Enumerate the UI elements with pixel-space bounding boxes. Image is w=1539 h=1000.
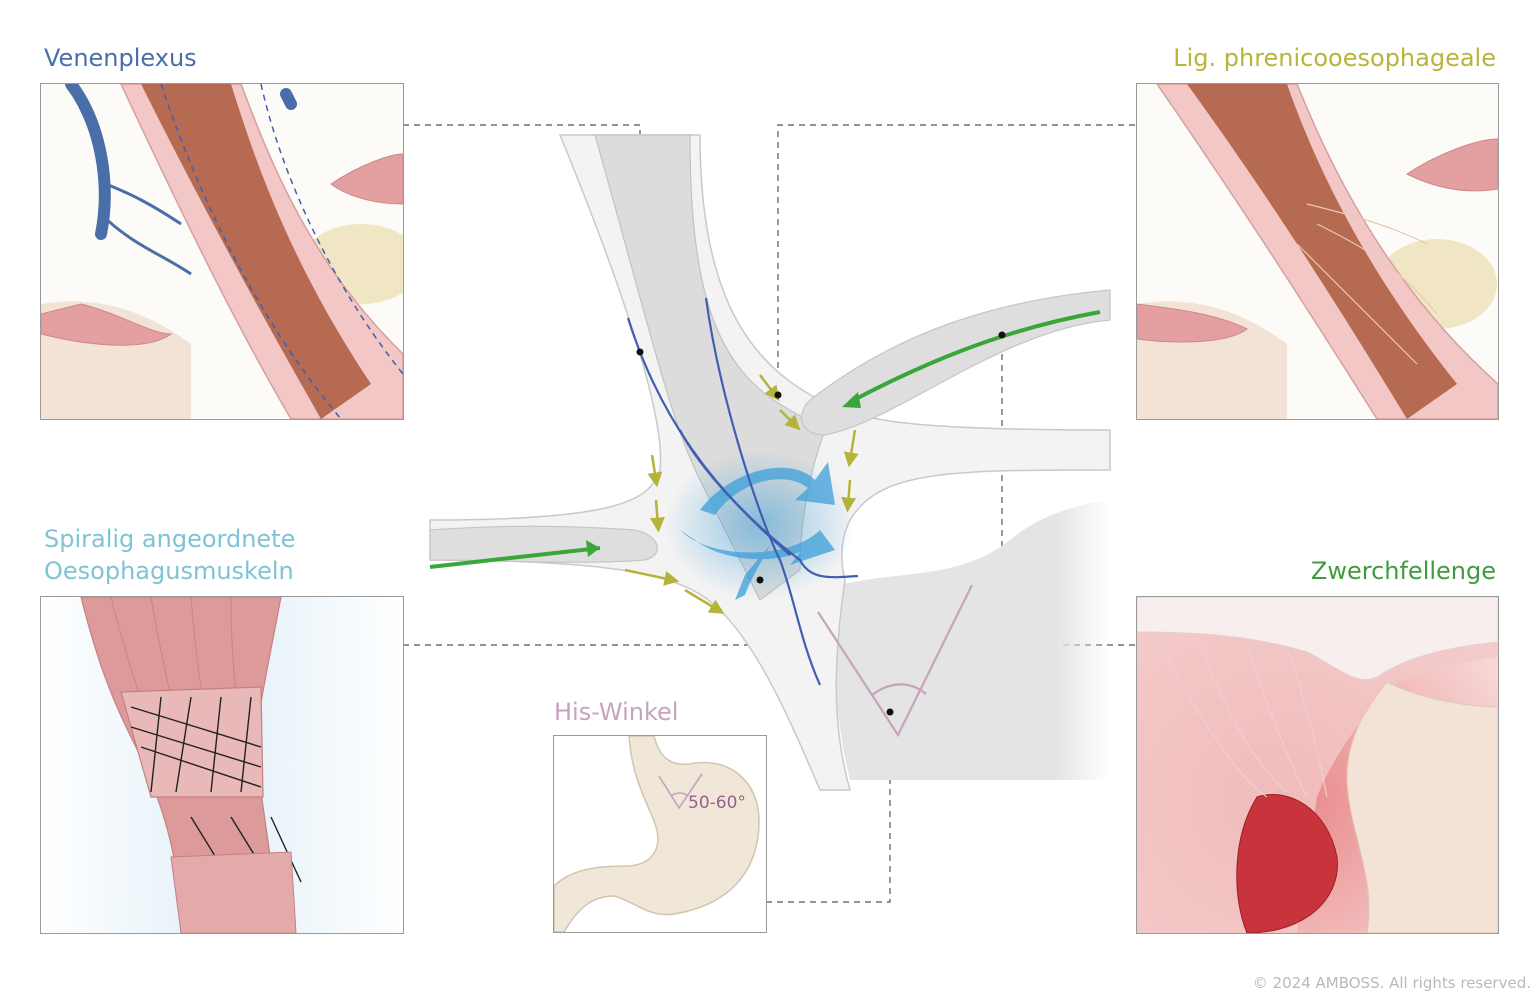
panel-his-winkel: 50-60° (553, 735, 767, 933)
diaphragm-right-crus (801, 289, 1111, 436)
diaphragm-left-crus (429, 525, 658, 563)
panel-venenplexus (40, 83, 404, 420)
diaphragm-arrow-right (849, 310, 1101, 404)
label-his-winkel: His-Winkel (554, 698, 679, 726)
panel-lig-phrenicooesophageale (1136, 83, 1499, 420)
label-venenplexus: Venenplexus (44, 44, 197, 72)
label-spiral-line2: Oesophagusmuskeln (44, 557, 294, 585)
junction-dots (636, 331, 1006, 716)
diaphragm-arrowhead-left (586, 540, 600, 557)
angle-value-text: 50-60° (688, 793, 746, 813)
copyright-notice: © 2024 AMBOSS. All rights reserved. (1252, 974, 1531, 992)
panel-spiral-muscles (40, 596, 404, 934)
diaphragm-arrowhead-right (842, 392, 861, 408)
label-zwerchfellenge: Zwerchfellenge (1310, 557, 1496, 585)
diaphragm-arrow-left (429, 546, 601, 569)
panel-zwerchfellenge (1136, 596, 1499, 934)
his-angle-lines (817, 584, 973, 738)
label-spiral-line1: Spiralig angeordnete (44, 525, 296, 553)
spiral-muscle-arrows (680, 462, 835, 600)
stomach-region (834, 500, 1110, 780)
vein-lines (626, 297, 859, 686)
ligament-arrows (624, 374, 859, 614)
label-lig-phrenicooesophageale: Lig. phrenicooesophageale (1173, 44, 1496, 72)
